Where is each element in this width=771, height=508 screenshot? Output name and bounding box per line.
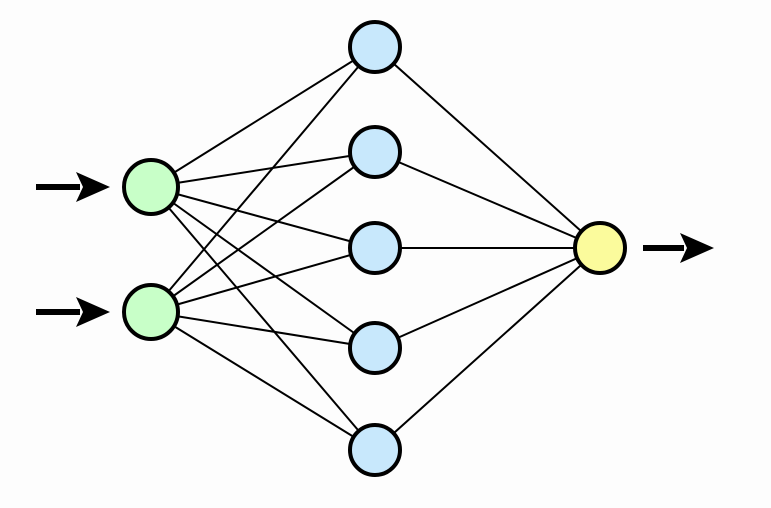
edges-group	[150, 46, 601, 451]
edge-i1-h4	[150, 186, 376, 349]
node-i1[interactable]	[122, 158, 180, 216]
node-h4[interactable]	[348, 321, 402, 375]
edge-h2-o1	[374, 151, 601, 249]
edge-i2-h2	[150, 151, 376, 313]
output-arrow-head-icon	[680, 233, 714, 263]
hidden-node-circle[interactable]	[348, 221, 402, 275]
input-arrow-1-head-icon	[76, 172, 110, 202]
edge-i2-h3	[150, 247, 376, 313]
edge-i2-h1	[150, 46, 376, 313]
edge-i1-h2	[150, 151, 376, 188]
hidden-node-circle[interactable]	[348, 321, 402, 375]
edge-i2-h5	[150, 311, 376, 451]
edge-i1-h5	[150, 186, 376, 451]
hidden-node-circle[interactable]	[348, 125, 402, 179]
input-node-circle[interactable]	[122, 283, 180, 341]
output-arrow	[643, 233, 714, 263]
arrows-group	[36, 172, 714, 327]
node-h2[interactable]	[348, 125, 402, 179]
node-h5[interactable]	[348, 423, 402, 477]
hidden-node-circle[interactable]	[348, 20, 402, 74]
edge-h1-o1	[374, 46, 601, 249]
edge-h4-o1	[374, 247, 601, 349]
edge-i1-h3	[150, 186, 376, 249]
node-o1[interactable]	[573, 221, 627, 275]
input-arrow-2-head-icon	[76, 297, 110, 327]
node-i2[interactable]	[122, 283, 180, 341]
nodes-group	[122, 20, 627, 477]
output-node-circle[interactable]	[573, 221, 627, 275]
input-arrow-1	[36, 172, 110, 202]
edge-i1-h1	[150, 46, 376, 188]
edge-i2-h4	[150, 311, 376, 349]
input-arrow-2	[36, 297, 110, 327]
hidden-node-circle[interactable]	[348, 423, 402, 477]
node-h1[interactable]	[348, 20, 402, 74]
edge-h5-o1	[374, 247, 601, 451]
input-node-circle[interactable]	[122, 158, 180, 216]
node-h3[interactable]	[348, 221, 402, 275]
